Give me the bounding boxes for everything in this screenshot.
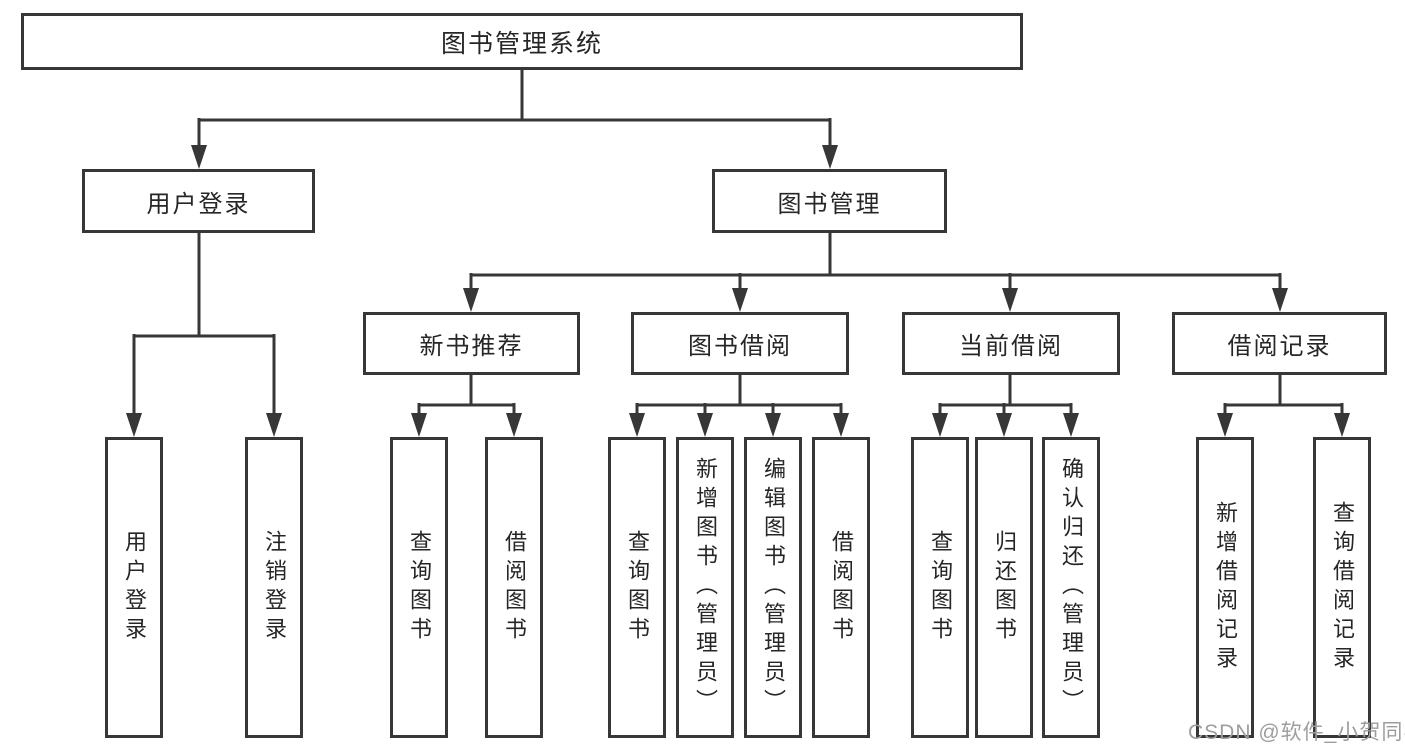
leaf-query-books-current: 查询图书 [911, 437, 969, 738]
leaf-query-borrow-record: 查询借阅记录 [1313, 437, 1371, 738]
leaf-confirm-return-admin: 确认归还（管理员） [1042, 437, 1100, 738]
leaf-edit-books-admin: 编辑图书（管理员） [744, 437, 802, 738]
leaf-add-books-admin: 新增图书（管理员） [676, 437, 734, 738]
leaf-borrow-books: 借阅图书 [812, 437, 870, 738]
leaf-add-borrow-record: 新增借阅记录 [1196, 437, 1254, 738]
node-book-management: 图书管理 [712, 169, 947, 233]
node-current-borrow: 当前借阅 [902, 312, 1120, 375]
leaf-borrow-books-recommend: 借阅图书 [485, 437, 543, 738]
leaf-user-login: 用户登录 [105, 437, 163, 738]
leaf-logout: 注销登录 [245, 437, 303, 738]
csdn-watermark: CSDN @软件_小贺同学 [1188, 721, 1405, 744]
leaf-query-books-recommend: 查询图书 [390, 437, 448, 738]
leaf-query-books: 查询图书 [608, 437, 666, 738]
leaf-return-books: 归还图书 [975, 437, 1033, 738]
node-user-login: 用户登录 [82, 169, 315, 233]
node-book-borrow: 图书借阅 [631, 312, 849, 375]
node-library-management-system: 图书管理系统 [21, 13, 1023, 70]
node-borrow-records: 借阅记录 [1172, 312, 1387, 375]
node-new-book-recommend: 新书推荐 [363, 312, 580, 375]
